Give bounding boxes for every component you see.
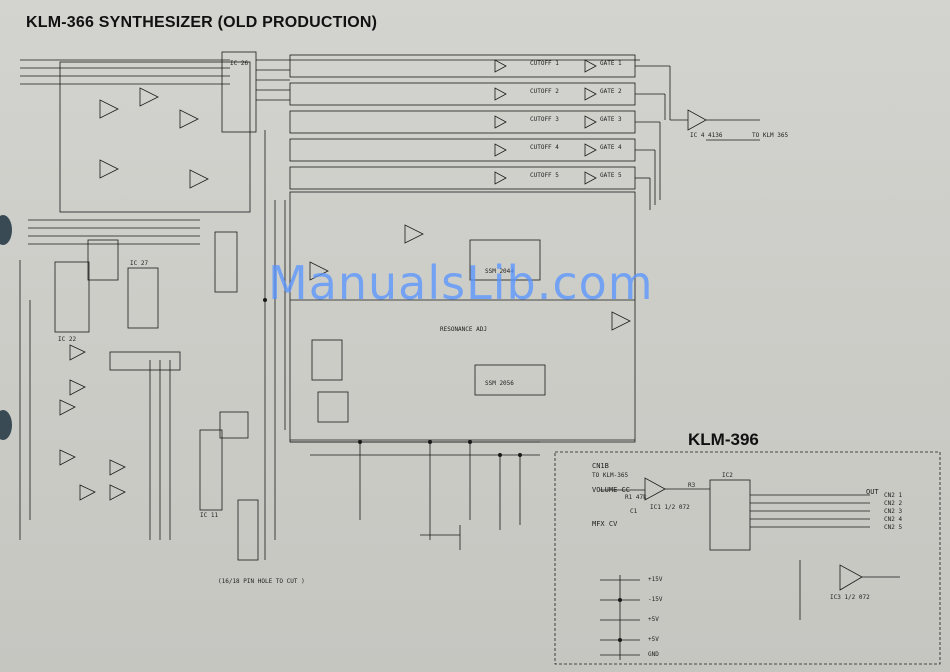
binding-hole-bottom	[0, 410, 12, 440]
ic1-label: IC1 1/2 072	[650, 504, 690, 511]
connector-label: CN1B	[592, 462, 609, 470]
ic-label: IC 27	[130, 260, 149, 267]
output-opamp	[687, 109, 707, 131]
ic-label: IC 11	[200, 512, 219, 519]
gate-label: GATE 3	[600, 116, 622, 123]
ic-label: IC 22	[58, 336, 77, 343]
cutoff-label: CUTOFF 2	[530, 88, 559, 95]
watermark: ManualsLib.com	[268, 256, 654, 310]
ic3-label: IC3 1/2 072	[830, 594, 870, 601]
gate-label: GATE 1	[600, 60, 622, 67]
output-pin: CN2 3	[884, 508, 903, 515]
ic2-chip	[709, 479, 751, 551]
vcf-chip-label: SSM 2044	[485, 268, 514, 275]
output-pin: CN2 5	[884, 524, 903, 531]
resonance-label: RESONANCE ADJ	[440, 326, 487, 333]
klm396-frame	[554, 451, 941, 665]
ic2-label: IC2	[722, 472, 733, 479]
out-label: OUT	[866, 488, 879, 496]
input-volume-label: VOLUME CC	[592, 486, 630, 494]
ic-label: IC 26	[230, 60, 249, 67]
page-title: KLM-366 SYNTHESIZER (OLD PRODUCTION)	[26, 14, 378, 31]
output-pin: CN2 4	[884, 516, 903, 523]
output-pin: CN2 1	[884, 492, 903, 499]
ic1-opamp	[644, 477, 666, 501]
c1-label: C1	[630, 508, 638, 515]
cutoff-label: CUTOFF 3	[530, 116, 559, 123]
gate-label: GATE 2	[600, 88, 622, 95]
supply-rail: -15V	[648, 596, 663, 603]
input-section-frame	[59, 61, 251, 213]
vca-chip-label: SSM 2056	[485, 380, 514, 387]
input-mfx-label: MFX CV	[592, 520, 618, 528]
ssm2044-chip	[469, 239, 541, 281]
ssm2056-chip	[474, 364, 546, 396]
bottom-note: (16/18 PIN HOLE TO CUT )	[218, 578, 305, 585]
right-top-chip-label: IC 4 4136	[690, 132, 723, 139]
supply-rail: +5V	[648, 616, 659, 623]
cutoff-label: CUTOFF 5	[530, 172, 559, 179]
r3-label: R3	[688, 482, 696, 489]
supply-rail: +15V	[648, 576, 663, 583]
cutoff-label: CUTOFF 1	[530, 60, 559, 67]
vcf-section-frame	[289, 191, 636, 443]
supply-rail: +5V	[648, 636, 659, 643]
to-klm-label: TO KLM 365	[752, 132, 789, 139]
ic3-opamp	[839, 564, 863, 591]
supply-rail: GND	[648, 651, 659, 658]
gate-label: GATE 4	[600, 144, 622, 151]
output-pin: CN2 2	[884, 500, 903, 507]
r1-label: R1 47k	[625, 494, 647, 501]
connector-sub-label: TO KLM-365	[592, 472, 629, 479]
binding-hole-top	[0, 215, 12, 245]
ic-chip-top	[221, 51, 257, 133]
cutoff-label: CUTOFF 4	[530, 144, 559, 151]
subcircuit-title: KLM-396	[688, 430, 759, 449]
gate-label: GATE 5	[600, 172, 622, 179]
